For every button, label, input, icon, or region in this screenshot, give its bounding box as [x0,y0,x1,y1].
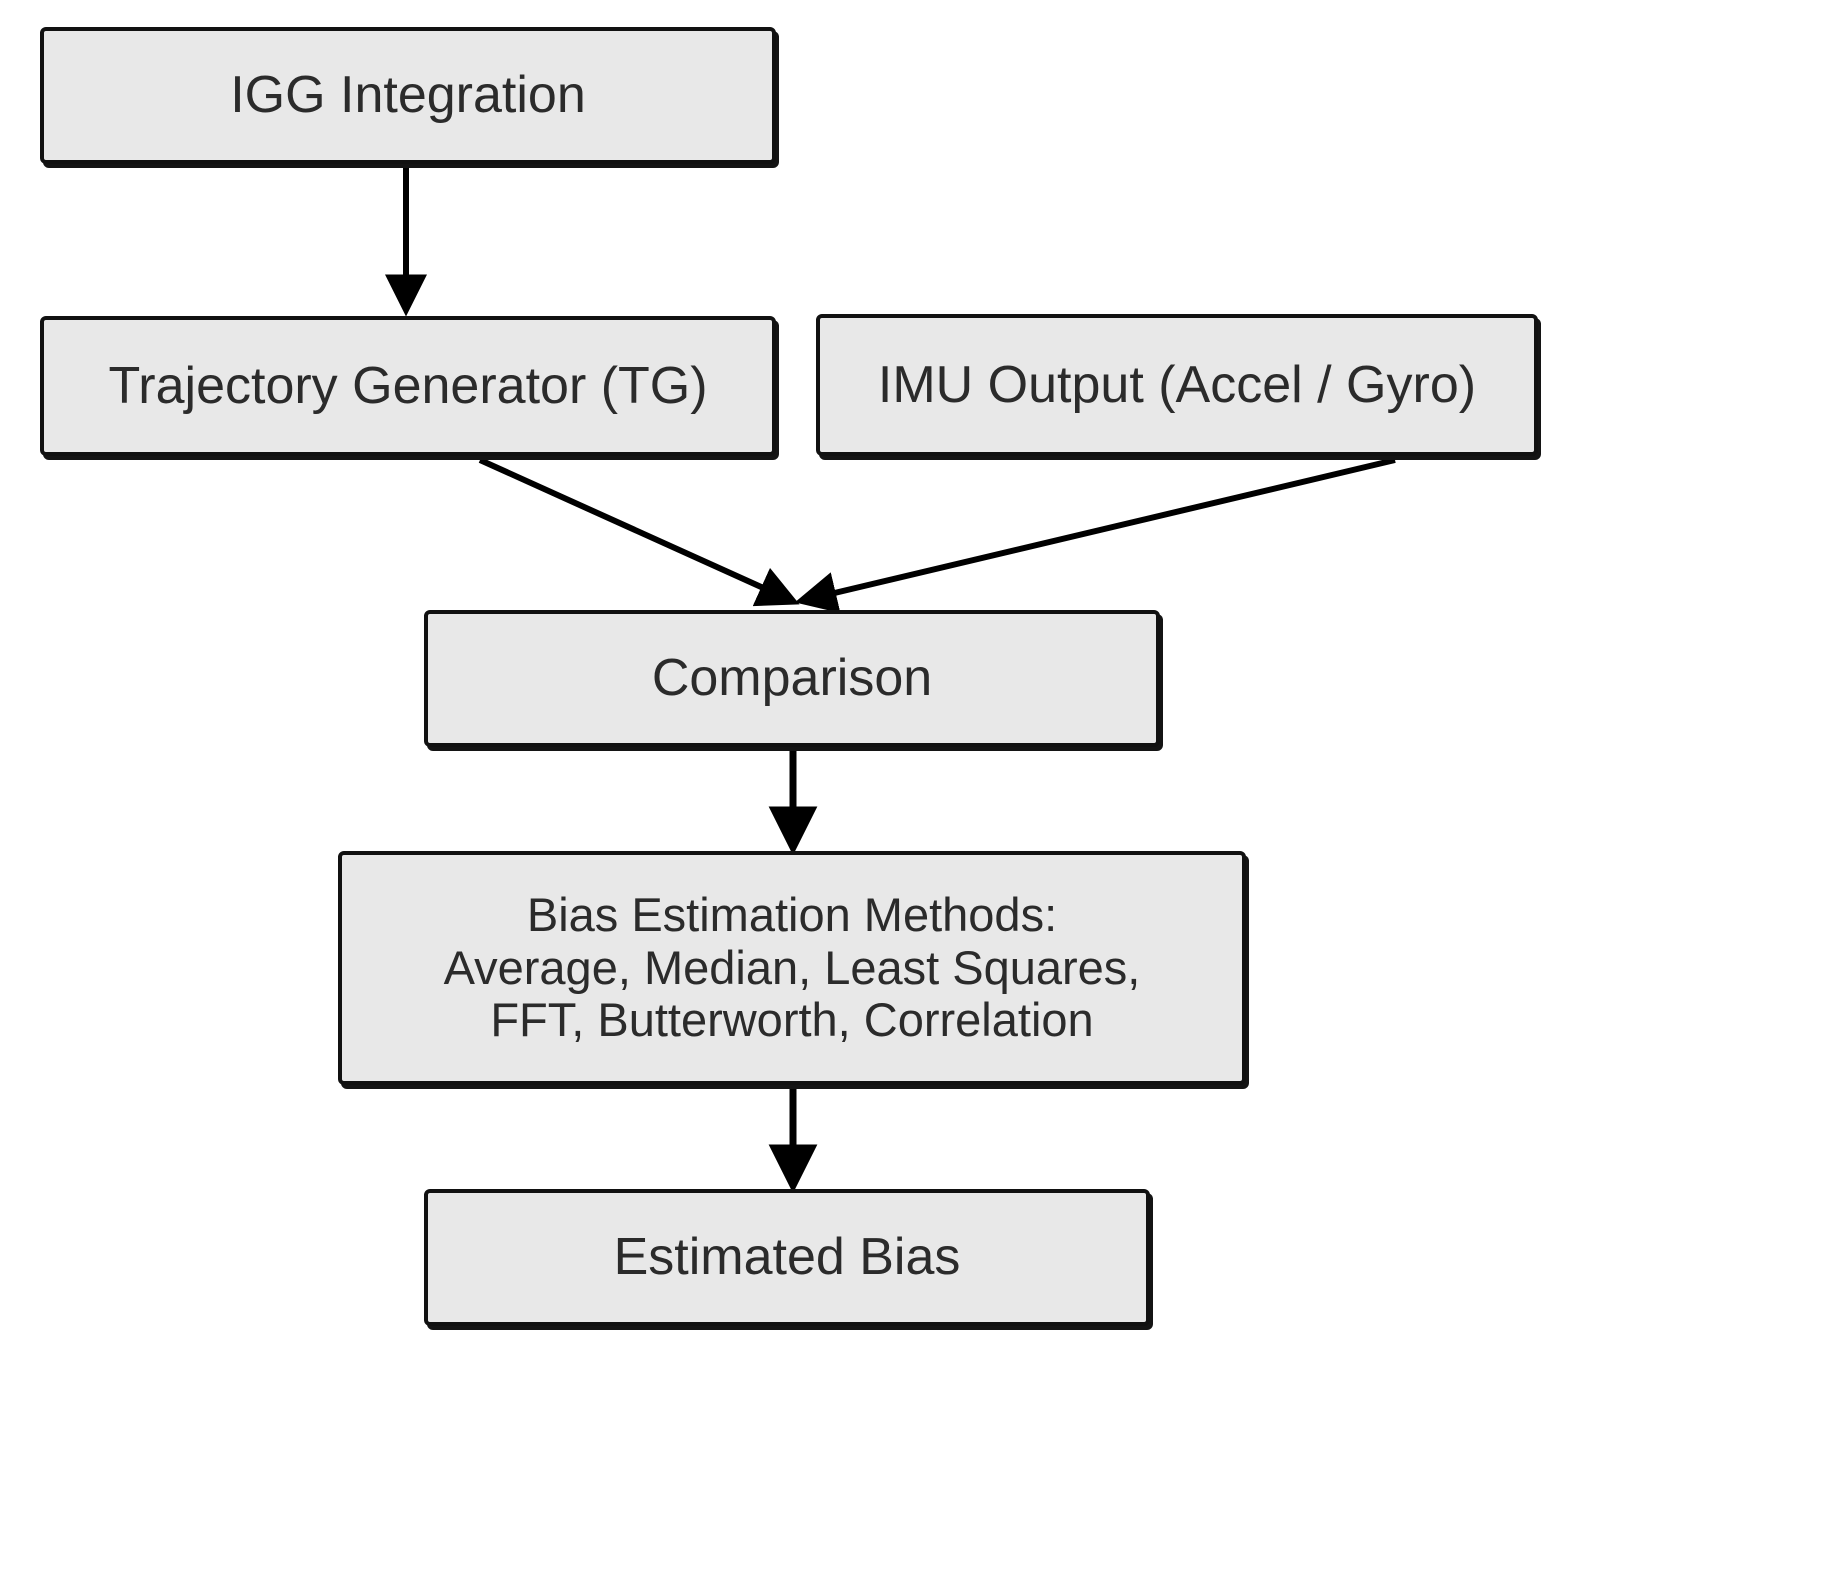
node-igg-integration-label: IGG Integration [230,66,586,125]
node-igg-integration[interactable]: IGG Integration [40,27,776,164]
node-imu-output-label: IMU Output (Accel / Gyro) [877,355,1477,414]
node-estimated-bias[interactable]: Estimated Bias [424,1189,1150,1326]
edge-imu-to-comparison [794,457,1396,614]
edge-tg-to-comparison [478,457,800,607]
node-imu-output[interactable]: IMU Output (Accel / Gyro) [816,314,1538,456]
node-trajectory-generator[interactable]: Trajectory Generator (TG) [40,316,776,456]
node-bias-estimation-methods-label: Bias Estimation Methods: Average, Median… [443,888,1141,1047]
node-comparison[interactable]: Comparison [424,610,1160,747]
node-bias-estimation-methods[interactable]: Bias Estimation Methods: Average, Median… [338,851,1246,1085]
node-trajectory-generator-label: Trajectory Generator (TG) [108,356,708,415]
node-comparison-label: Comparison [651,649,933,708]
node-estimated-bias-label: Estimated Bias [613,1228,961,1287]
